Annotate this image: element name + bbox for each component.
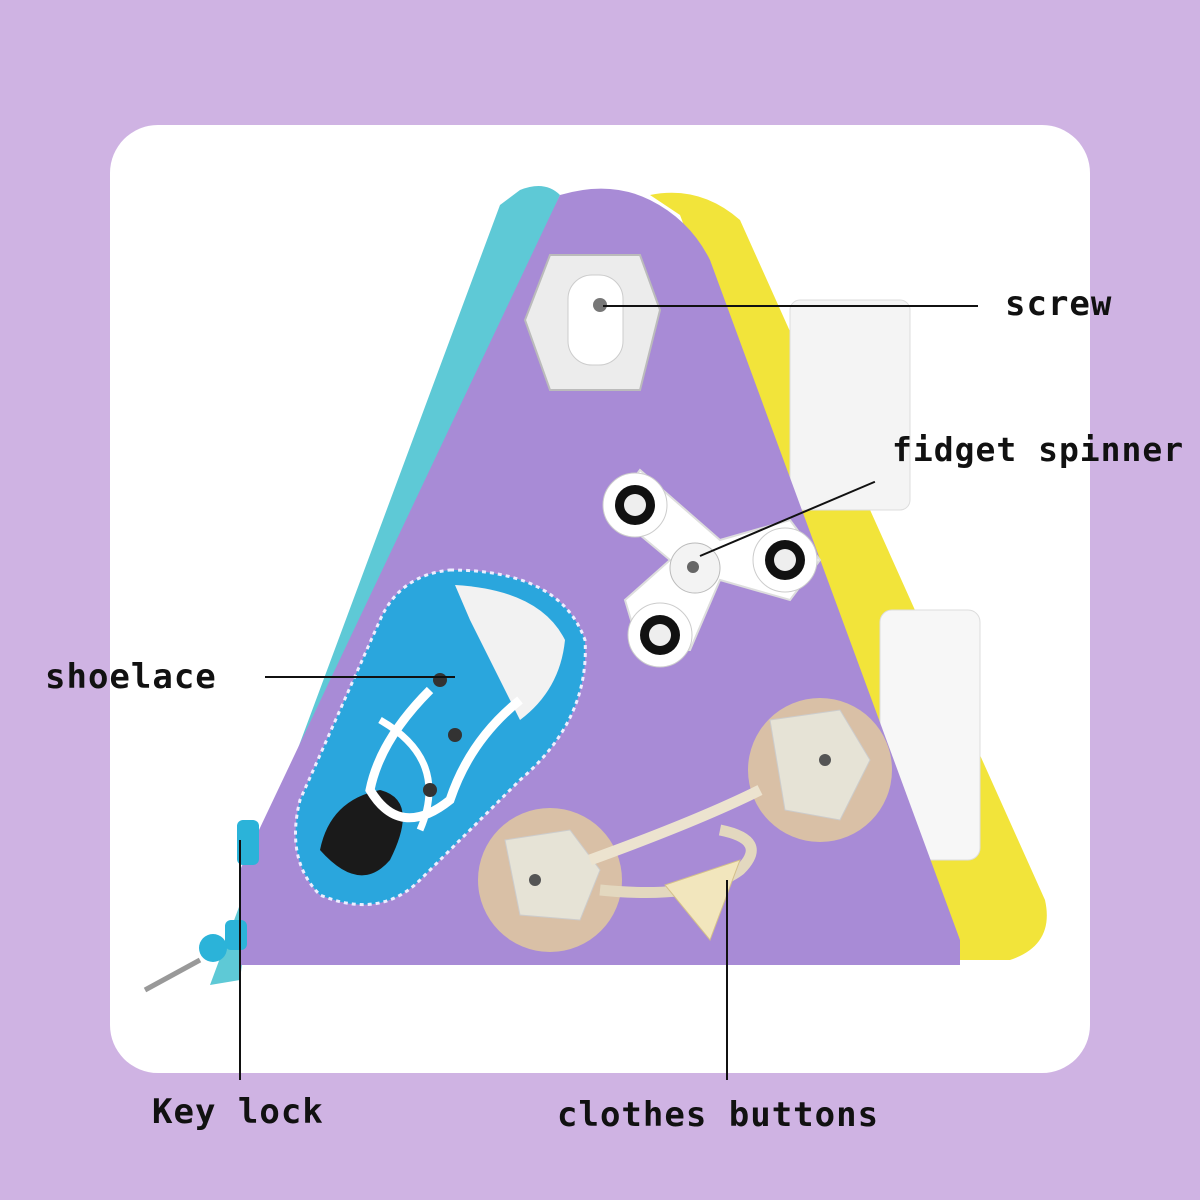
keylock-pointer-line (239, 840, 241, 1080)
screw-pointer-line (603, 305, 978, 307)
fidget-spinner (602, 468, 822, 668)
clothes-buttons-label: clothes buttons (557, 1095, 880, 1135)
shoelace-label: shoelace (45, 657, 217, 697)
buttons-pointer-line (726, 880, 728, 1080)
clothes-buttons (478, 698, 892, 952)
screw-nut (523, 254, 662, 391)
fidget-spinner-label: fidget spinner (892, 430, 1185, 469)
shoelace-pointer-line (265, 676, 455, 678)
key-lock (143, 820, 259, 993)
side-latch (789, 299, 911, 511)
key-lock-label: Key lock (152, 1092, 324, 1132)
felt-shoe (294, 568, 587, 907)
screw-label: screw (1005, 284, 1113, 324)
